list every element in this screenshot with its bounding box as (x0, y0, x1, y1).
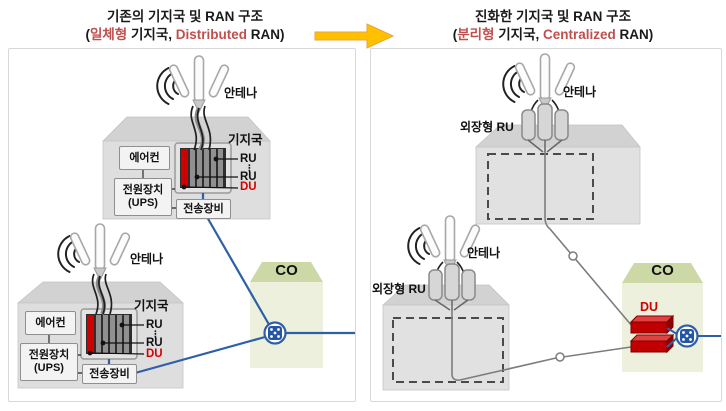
left-title-tail: RAN) (247, 26, 285, 42)
left-title-paren: ( (85, 26, 90, 42)
external-ru-label: 외장형 RU (460, 120, 514, 134)
ups-label-1: 전원장치 (28, 349, 70, 362)
ups-box: 전원장치(UPS) (20, 343, 78, 381)
right-title-mid: 기지국, (494, 26, 543, 42)
left-title: 기존의 기지국 및 RAN 구조 (일체형 기지국, Distributed R… (40, 8, 330, 43)
aircon-box: 에어컨 (119, 146, 170, 170)
left-title-accent1: 일체형 (89, 26, 128, 42)
transport-box: 전송장비 (176, 199, 231, 219)
right-title: 진화한 기지국 및 RAN 구조 (분리형 기지국, Centralized R… (408, 8, 698, 43)
transport-box: 전송장비 (82, 364, 137, 384)
antenna-label: 안테나 (467, 246, 501, 260)
ups-label-2: (UPS) (34, 362, 64, 374)
antenna-label: 안테나 (130, 252, 164, 266)
right-title-paren: ( (452, 26, 458, 42)
bts-label: 기지국 (134, 299, 169, 313)
co-label: CO (651, 262, 674, 279)
transport-label: 전송장비 (89, 367, 130, 380)
antenna-label: 안테나 (224, 86, 258, 100)
aircon-label: 에어컨 (129, 151, 160, 164)
du-label: DU (146, 348, 163, 360)
right-title-tail: RAN) (615, 26, 654, 42)
transport-label: 전송장비 (183, 202, 224, 215)
right-panel (370, 48, 722, 402)
left-title-mid: 기지국, (127, 26, 176, 42)
right-title-accent1: 분리형 (457, 26, 495, 42)
aircon-box: 에어컨 (25, 311, 76, 335)
left-title-line1: 기존의 기지국 및 RAN 구조 (106, 9, 264, 24)
left-title-accent2: Distributed (175, 26, 248, 42)
external-ru-label: 외장형 RU (372, 282, 426, 296)
ups-label-1: 전원장치 (122, 184, 164, 197)
ups-box: 전원장치(UPS) (114, 178, 172, 216)
right-title-line1: 진화한 기지국 및 RAN 구조 (474, 9, 632, 24)
bts-label: 기지국 (228, 133, 263, 147)
antenna-label: 안테나 (563, 85, 597, 99)
right-title-accent2: Centralized (543, 26, 616, 42)
du-label: DU (240, 181, 257, 193)
co-label: CO (275, 262, 298, 279)
du-label: DU (640, 300, 659, 314)
aircon-label: 에어컨 (35, 316, 66, 329)
ups-label-2: (UPS) (128, 197, 158, 209)
